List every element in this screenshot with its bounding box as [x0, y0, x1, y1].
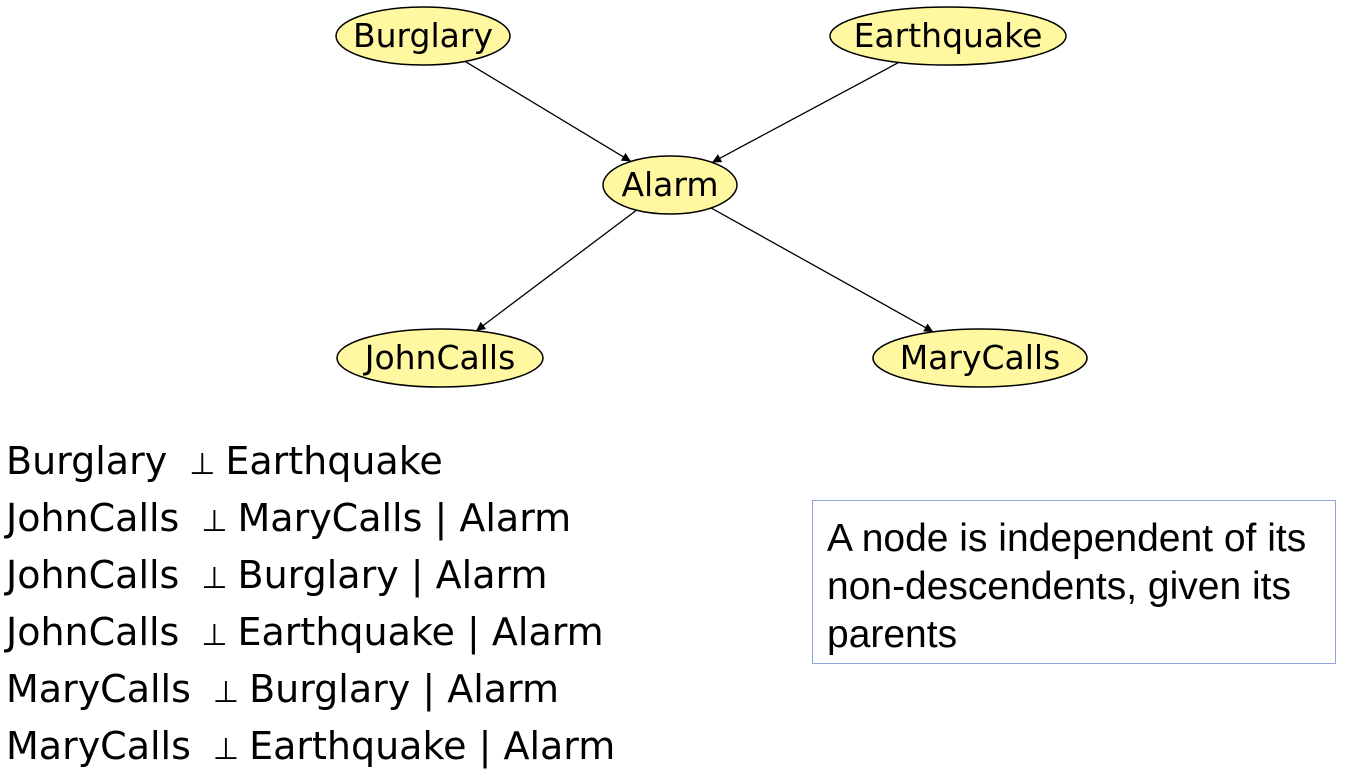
node-alarm: Alarm [602, 155, 738, 215]
independence-symbol: ⊥ [201, 504, 228, 539]
node-earthquake: Earthquake [829, 6, 1067, 66]
node-ellipse-earthquake [829, 6, 1067, 66]
node-label-johncalls: JohnCalls [363, 338, 516, 377]
node-johncalls: JohnCalls [336, 328, 544, 388]
edge-burglary-to-alarm [464, 60, 632, 162]
statement-right: Burglary | Alarm [249, 667, 560, 711]
node-ellipse-alarm [602, 155, 738, 215]
independence-statement: JohnCalls ⊥ MaryCalls | Alarm [6, 490, 615, 547]
node-ellipse-burglary [335, 6, 511, 66]
independence-symbol: ⊥ [189, 447, 216, 482]
independence-statement: JohnCalls ⊥ Burglary | Alarm [6, 547, 615, 604]
node-label-burglary: Burglary [353, 16, 493, 55]
node-ellipse-johncalls [336, 328, 544, 388]
edge-earthquake-to-alarm [711, 61, 900, 164]
independence-symbol: ⊥ [201, 618, 228, 653]
independence-symbol: ⊥ [212, 732, 240, 767]
node-ellipse-marycalls [872, 328, 1088, 388]
statement-right: MaryCalls | Alarm [237, 496, 572, 540]
statement-left: JohnCalls [6, 610, 180, 654]
edge-alarm-to-johncalls [475, 209, 637, 332]
independence-statement: Burglary ⊥ Earthquake [6, 433, 615, 490]
statement-left: JohnCalls [6, 553, 180, 597]
statement-left: MaryCalls [6, 724, 191, 768]
statement-right: Earthquake | Alarm [237, 610, 604, 654]
statement-right: Earthquake [225, 439, 443, 483]
statement-right: Burglary | Alarm [237, 553, 548, 597]
independence-callout-box: A node is independent of its non-descend… [812, 500, 1336, 664]
independence-statement: MaryCalls ⊥ Earthquake | Alarm [6, 718, 615, 775]
independence-symbol: ⊥ [201, 561, 228, 596]
node-burglary: Burglary [335, 6, 511, 66]
node-label-earthquake: Earthquake [854, 16, 1043, 55]
node-marycalls: MaryCalls [872, 328, 1088, 388]
statement-left: JohnCalls [6, 496, 180, 540]
callout-text: A node is independent of its non-descend… [827, 517, 1307, 656]
statement-left: MaryCalls [6, 667, 191, 711]
statement-right: Earthquake | Alarm [249, 724, 616, 768]
node-label-alarm: Alarm [621, 165, 718, 204]
node-label-marycalls: MaryCalls [900, 338, 1061, 377]
statement-left: Burglary [6, 439, 168, 483]
independence-statement: MaryCalls ⊥ Burglary | Alarm [6, 661, 615, 718]
edge-alarm-to-marycalls [710, 207, 934, 333]
independence-symbol: ⊥ [212, 675, 240, 710]
independence-statement: JohnCalls ⊥ Earthquake | Alarm [6, 604, 615, 661]
